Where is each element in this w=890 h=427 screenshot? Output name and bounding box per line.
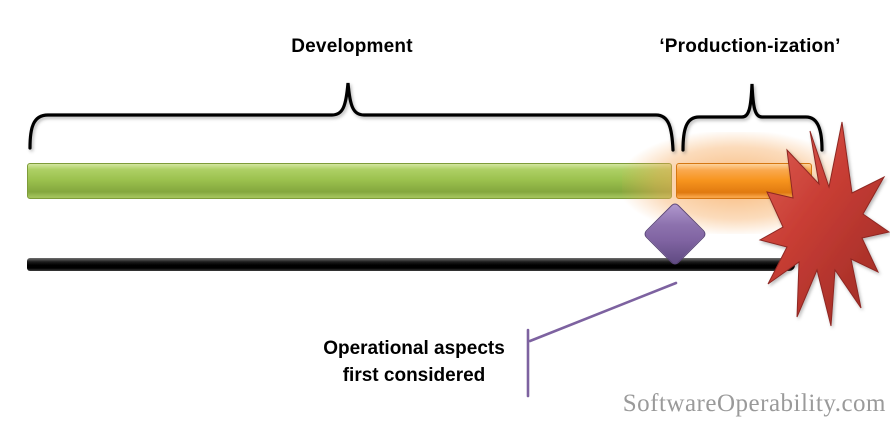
callout-text: Operational aspects first considered (300, 335, 528, 389)
productionization-phase-label: ‘Production-ization’ (659, 36, 841, 57)
failure-starburst-icon (758, 121, 890, 327)
callout-leader-line (528, 281, 678, 343)
callout-text-line1: Operational aspects (323, 338, 505, 359)
development-phase-label: Development (291, 36, 413, 57)
development-bar (27, 163, 672, 199)
timeline-bar (27, 258, 795, 271)
productionization-brace (681, 83, 824, 152)
callout-text-line2: first considered (342, 365, 486, 386)
development-brace (28, 82, 675, 152)
watermark-text: SoftwareOperability.com (622, 390, 886, 417)
